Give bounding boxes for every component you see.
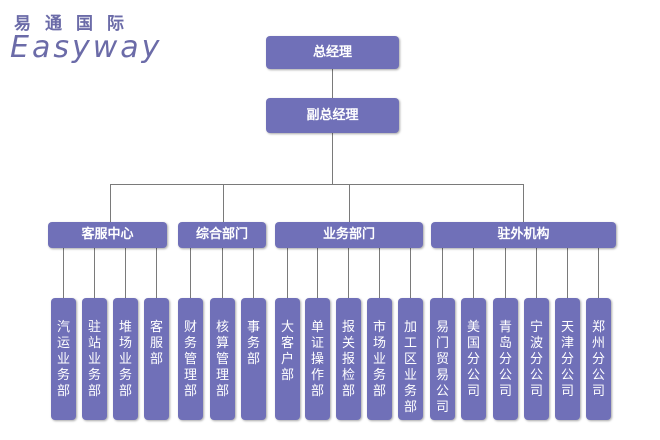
connector-root-deputy xyxy=(332,69,333,98)
node-dept-branches: 驻外机构 xyxy=(431,222,616,248)
connector-leaf xyxy=(379,248,380,298)
connector-leaf xyxy=(442,248,443,298)
node-unit: 堆场业务部 xyxy=(113,298,138,420)
connector-leaf xyxy=(156,248,157,298)
connector-dept-3 xyxy=(349,184,350,222)
logo-english-text: Easyway xyxy=(10,30,163,65)
connector-dept-bus xyxy=(110,184,523,185)
node-unit: 美国分公司 xyxy=(461,298,486,420)
node-unit: 汽运业务部 xyxy=(51,298,76,420)
connector-dept-2 xyxy=(223,184,224,222)
node-dept-customer-service: 客服中心 xyxy=(48,222,167,248)
node-unit: 市场业务部 xyxy=(367,298,392,420)
connector-deputy-bus xyxy=(332,133,333,184)
connector-leaf xyxy=(253,248,254,298)
node-unit: 财务管理部 xyxy=(178,298,203,420)
connector-dept-4 xyxy=(523,184,524,222)
node-unit: 报关报检部 xyxy=(336,298,361,420)
node-unit: 宁波分公司 xyxy=(524,298,549,420)
node-general-manager: 总经理 xyxy=(266,36,399,69)
connector-leaf xyxy=(222,248,223,298)
node-unit: 郑州分公司 xyxy=(586,298,611,420)
node-unit: 大客户部 xyxy=(275,298,300,420)
connector-leaf xyxy=(536,248,537,298)
logo-chinese-text: 易通国际 xyxy=(14,14,138,34)
node-unit: 天津分公司 xyxy=(555,298,580,420)
node-unit: 驻站业务部 xyxy=(82,298,107,420)
node-deputy-general-manager: 副总经理 xyxy=(266,98,399,133)
node-unit: 事务部 xyxy=(241,298,266,420)
node-unit: 核算管理部 xyxy=(210,298,235,420)
connector-leaf xyxy=(190,248,191,298)
connector-leaf xyxy=(287,248,288,298)
node-unit: 青岛分公司 xyxy=(493,298,518,420)
connector-leaf xyxy=(94,248,95,298)
node-unit: 易门贸易公司 xyxy=(430,298,455,420)
connector-leaf xyxy=(473,248,474,298)
connector-dept-1 xyxy=(110,184,111,222)
connector-leaf xyxy=(598,248,599,298)
node-dept-general: 综合部门 xyxy=(178,222,266,248)
node-unit: 加工区业务部 xyxy=(398,298,423,420)
connector-leaf xyxy=(505,248,506,298)
node-unit: 客服部 xyxy=(144,298,169,420)
node-dept-business: 业务部门 xyxy=(275,222,423,248)
connector-leaf xyxy=(63,248,64,298)
connector-leaf xyxy=(567,248,568,298)
connector-leaf xyxy=(125,248,126,298)
node-unit: 单证操作部 xyxy=(305,298,330,420)
connector-leaf xyxy=(348,248,349,298)
connector-leaf xyxy=(410,248,411,298)
connector-leaf xyxy=(317,248,318,298)
